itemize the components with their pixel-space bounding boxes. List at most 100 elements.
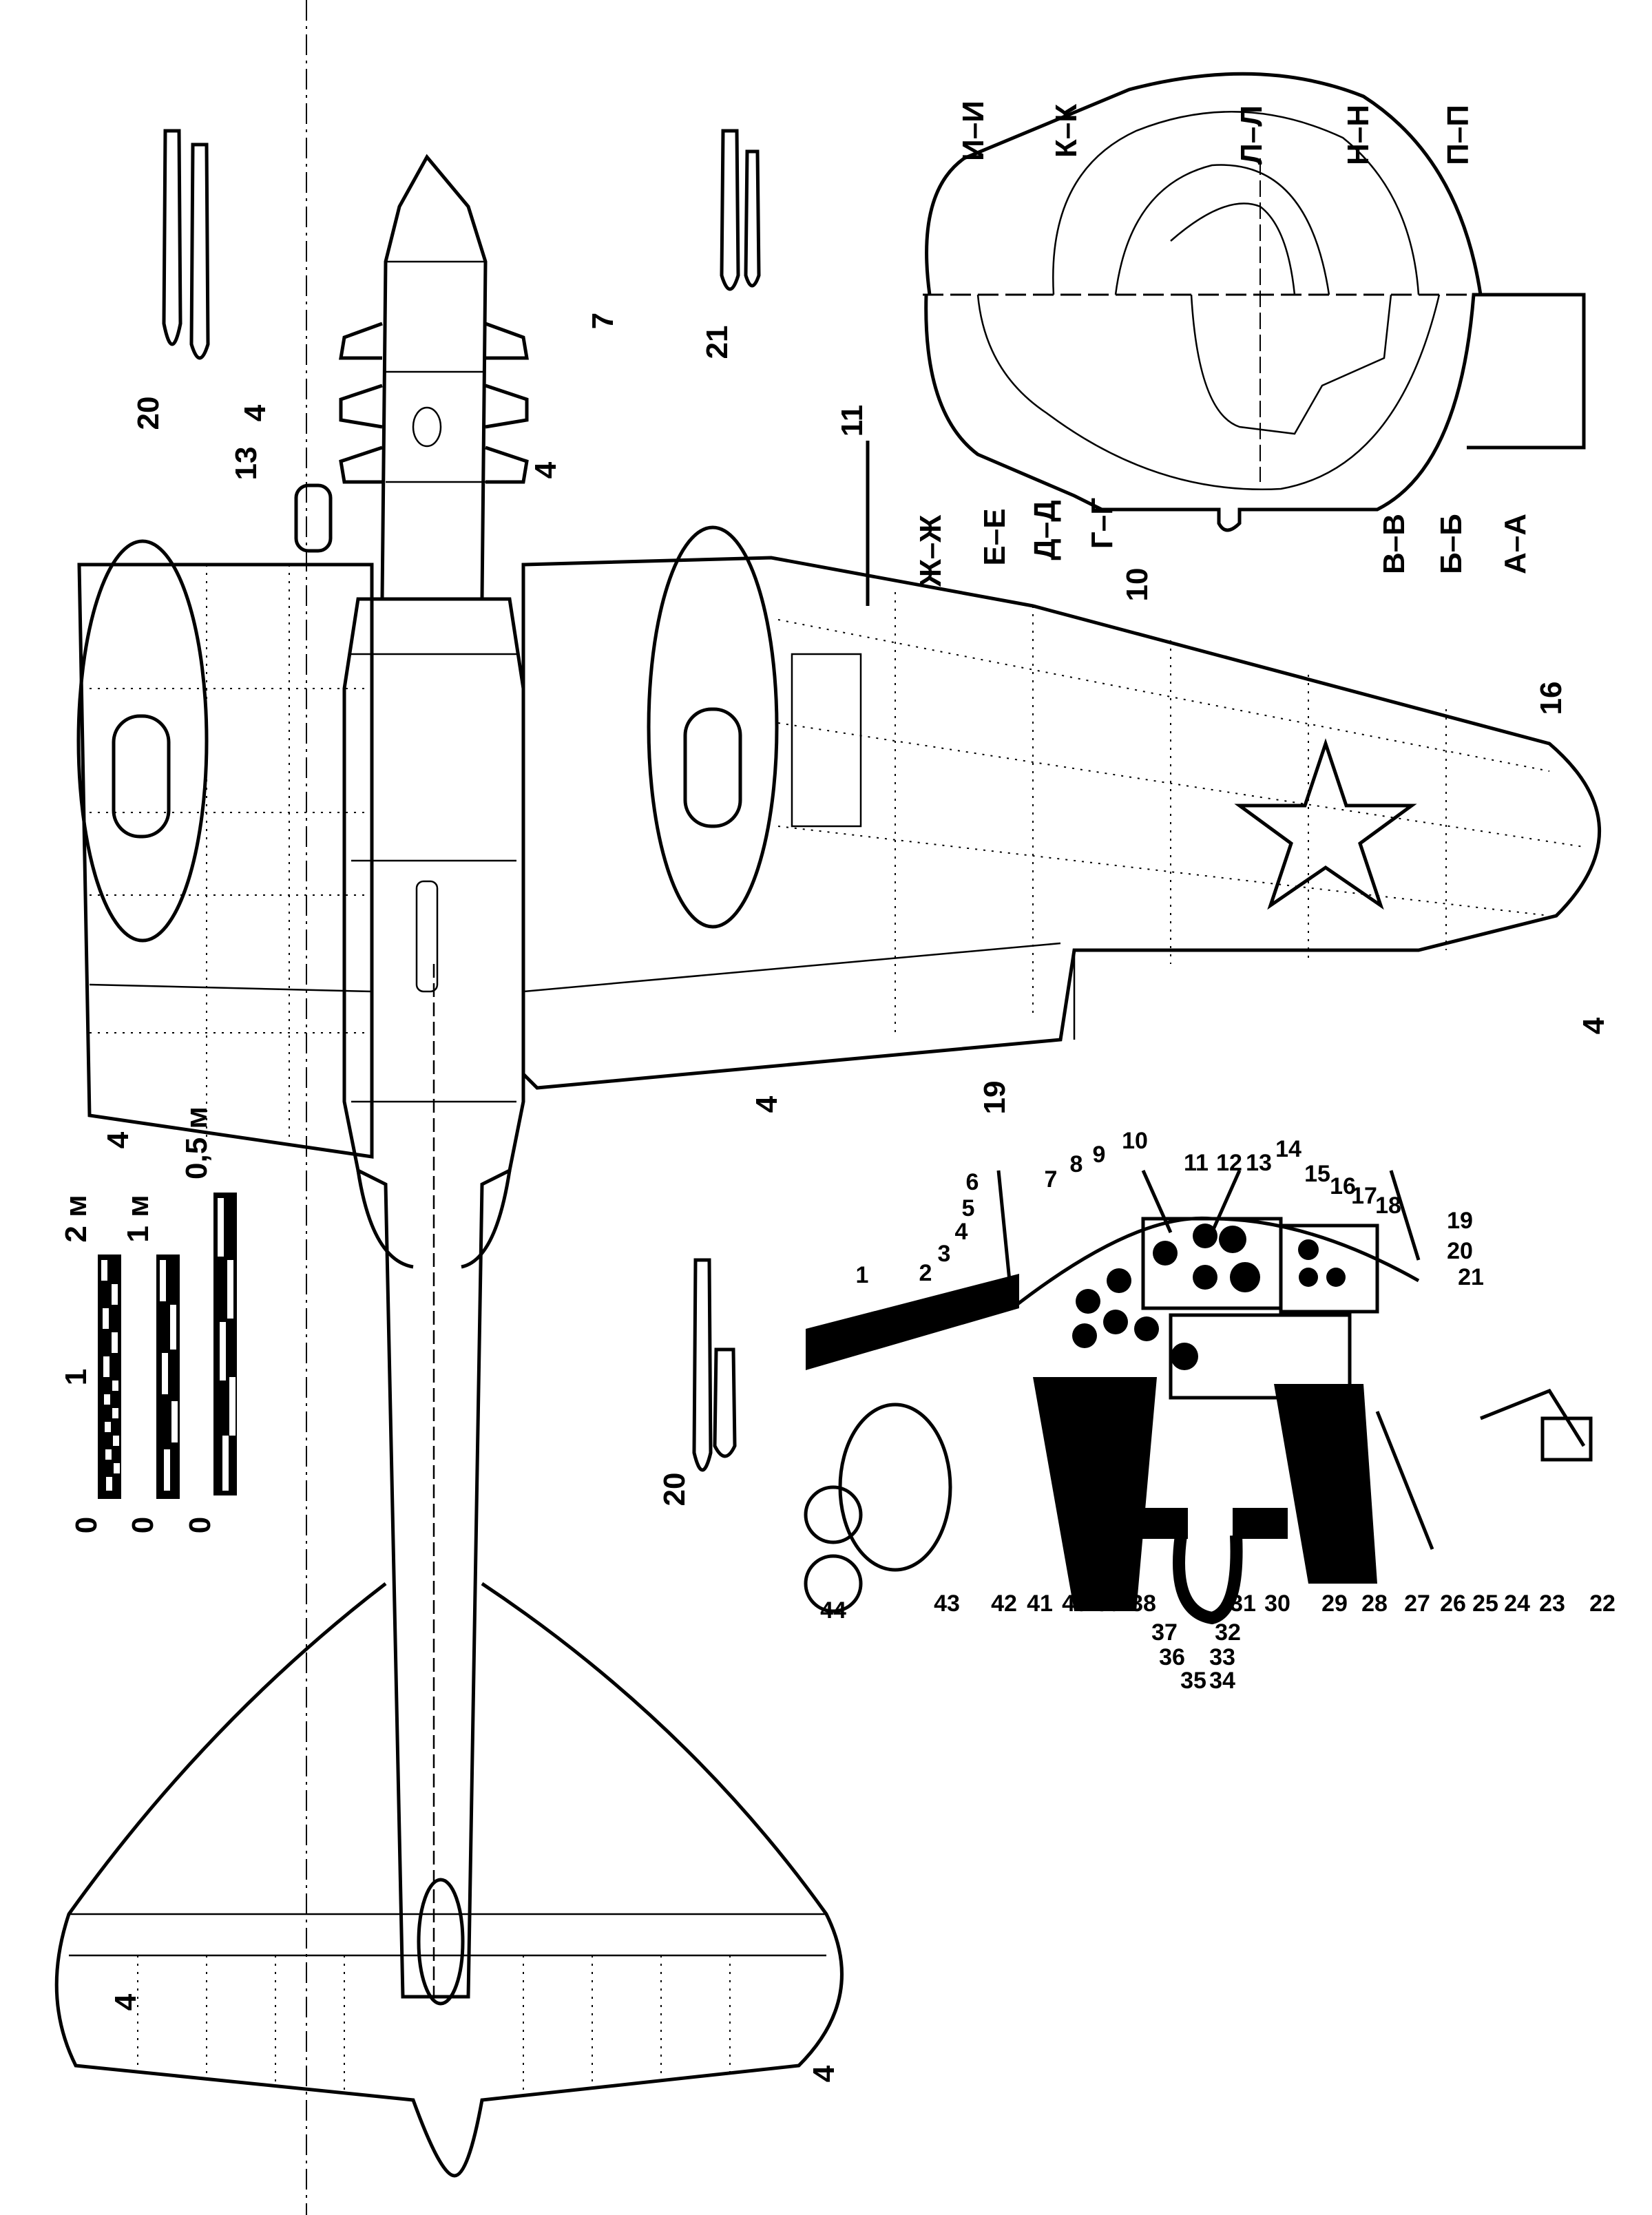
cockpit-callout: 33 — [1209, 1644, 1235, 1670]
cockpit-callout: 41 — [1027, 1591, 1053, 1617]
section-n — [1170, 202, 1296, 295]
cockpit-callout: 7 — [1045, 1166, 1058, 1193]
cockpit-callout: 16 — [1330, 1173, 1356, 1199]
scale-label-zero: 0 — [126, 1517, 160, 1533]
cockpit-callout: 2 — [919, 1260, 932, 1286]
cockpit-callout: 21 — [1458, 1264, 1484, 1290]
cockpit-callout: 3 — [938, 1241, 951, 1267]
cockpit-callout: 15 — [1304, 1161, 1330, 1187]
right-rudder-pedal — [1233, 1508, 1288, 1539]
bomb-sketch-20-top — [162, 129, 210, 360]
side-gauge-lower — [804, 1554, 863, 1613]
right-nacelle-vent — [683, 707, 742, 828]
elevator-ribs — [137, 1955, 731, 2093]
bomb-sketch-21 — [720, 129, 761, 291]
section-outline-bottom — [924, 293, 1586, 532]
left-flap-line — [89, 983, 373, 993]
left-nacelle — [76, 539, 209, 943]
cockpit-callout: 29 — [1321, 1591, 1348, 1617]
plan-callout: 11 — [835, 405, 869, 437]
scale-bars — [98, 1193, 237, 1499]
cockpit-callout: 12 — [1216, 1150, 1242, 1176]
right-wing — [521, 556, 1602, 1090]
scale-label-mid: 1 — [59, 1369, 93, 1385]
cockpit-callout: 30 — [1264, 1591, 1290, 1617]
right-wing-rivets — [777, 592, 1585, 1033]
left-nacelle-vent — [112, 714, 171, 839]
section-a — [1190, 294, 1392, 435]
scale-label-2m: 2 м — [59, 1195, 93, 1242]
cockpit-callout: 39 — [1095, 1591, 1121, 1617]
throttle-quadrant — [838, 1403, 952, 1572]
cockpit-callout: 34 — [1209, 1668, 1235, 1694]
cockpit-callout: 4 — [955, 1219, 968, 1245]
horizontal-stabilizer — [54, 1582, 844, 2178]
cockpit-callout: 42 — [991, 1591, 1017, 1617]
cockpit-callout: 18 — [1375, 1193, 1401, 1219]
plan-callout: 13 — [229, 447, 263, 481]
cockpit-left-sill — [806, 1274, 1019, 1370]
section-label-top: П–П — [1441, 105, 1475, 165]
cockpit-callout: 1 — [856, 1262, 869, 1288]
right-console-box — [1540, 1416, 1593, 1462]
section-label-top: Н–Н — [1341, 105, 1375, 165]
tail-wheel — [417, 1878, 465, 2006]
cockpit-callout: 5 — [962, 1195, 975, 1221]
section-label-bottom: В–В — [1377, 514, 1411, 574]
cowling-hatch — [412, 406, 442, 448]
left-wing-rivets — [90, 565, 372, 1150]
cockpit-callout: 35 — [1180, 1668, 1206, 1694]
cockpit-callout: 32 — [1215, 1619, 1241, 1646]
section-k — [1052, 111, 1420, 295]
plan-callout: 4 — [529, 461, 563, 479]
section-label-top: Л–Л — [1235, 105, 1268, 165]
left-rudder-pedal — [1133, 1508, 1188, 1539]
cockpit-callout: 22 — [1589, 1591, 1616, 1617]
plan-callout: 20 — [132, 397, 165, 430]
cockpit-floor-right — [1274, 1384, 1377, 1584]
cockpit-callout: 13 — [1246, 1150, 1272, 1176]
cockpit-callout: 17 — [1351, 1183, 1377, 1209]
canopy-frame — [996, 1169, 1421, 1309]
right-flap-line — [523, 942, 1076, 1040]
cockpit-callout: 44 — [820, 1597, 846, 1624]
section-l — [1114, 164, 1330, 295]
side-gauge-upper — [804, 1485, 863, 1544]
cockpit-callout: 20 — [1447, 1238, 1473, 1264]
section-label-top: К–К — [1049, 104, 1083, 158]
cockpit-view — [804, 1169, 1593, 1625]
cockpit-callout: 25 — [1472, 1591, 1498, 1617]
scale-label-zero: 0 — [183, 1517, 217, 1533]
left-wing — [77, 563, 374, 1159]
right-wing-bay — [791, 653, 862, 828]
cockpit-callout: 8 — [1070, 1151, 1083, 1177]
cockpit-callout: 43 — [934, 1591, 960, 1617]
section-label-bottom: А–А — [1498, 514, 1532, 574]
section-label-bottom: Ж–Ж — [914, 515, 948, 587]
plan-callout: 4 — [101, 1131, 135, 1148]
section-outline-top — [925, 72, 1483, 295]
cockpit-floor-left — [1033, 1377, 1157, 1611]
cockpit-callout: 6 — [966, 1169, 979, 1195]
cockpit-callout: 26 — [1440, 1591, 1466, 1617]
section-d — [976, 294, 1441, 490]
right-instrument-panel — [1279, 1224, 1379, 1314]
plan-callout: 4 — [238, 404, 272, 421]
right-nacelle — [647, 525, 779, 929]
plan-callout: 19 — [978, 1081, 1012, 1115]
plan-view — [54, 154, 1602, 2178]
section-label-bottom: Е–Е — [978, 508, 1012, 565]
control-stick — [1173, 1534, 1243, 1625]
plan-callout: 7 — [586, 313, 620, 329]
cockpit-callout: 9 — [1093, 1142, 1106, 1168]
right-console-levers — [1375, 1388, 1586, 1550]
cockpit-callout: 23 — [1539, 1591, 1565, 1617]
wing-fillets — [356, 1170, 512, 1269]
elevator-hinge-line — [69, 1913, 826, 1957]
scale-label-zero: 0 — [70, 1517, 103, 1533]
scale-label-05m: 0,5 м — [180, 1106, 213, 1179]
section-label-bottom: Д–Д — [1028, 500, 1062, 560]
plan-callout: 16 — [1534, 682, 1568, 715]
cockpit-callout: 40 — [1062, 1591, 1088, 1617]
